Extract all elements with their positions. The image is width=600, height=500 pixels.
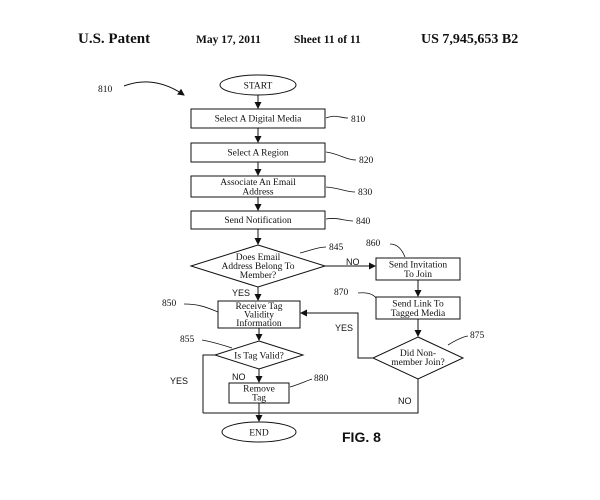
ref-820: 820 <box>359 156 374 166</box>
figure-ref: 810 <box>98 85 113 95</box>
select-media-label: Select A Digital Media <box>215 115 303 125</box>
email-member-line2: Address Belong To <box>221 262 294 272</box>
associate-email-line2: Address <box>242 188 273 198</box>
header-sheet: Sheet 11 of 11 <box>294 34 361 46</box>
receive-tag-line1: Receive Tag <box>236 302 283 312</box>
send-link-line1: Send Link To <box>392 300 444 310</box>
associate-email-line1: Associate An Email <box>220 178 296 188</box>
email-member-line1: Does Email <box>236 253 281 263</box>
send-invitation-line1: Send Invitation <box>389 261 448 271</box>
nonmember-join-line1: Did Non- <box>400 349 436 359</box>
receive-tag-box <box>217 300 301 329</box>
start-label: START <box>244 82 273 92</box>
ref-875: 875 <box>470 331 485 341</box>
ref-850: 850 <box>162 299 177 309</box>
remove-tag-line1: Remove <box>243 385 275 395</box>
receive-tag-line3: Information <box>236 318 282 329</box>
ref-860: 860 <box>366 239 381 249</box>
figure-label: FIG. 8 <box>342 429 381 445</box>
select-region-label: Select A Region <box>227 149 288 159</box>
end-label: END <box>249 429 269 439</box>
yes-label-join: YES <box>335 323 353 333</box>
no-label-email: NO <box>346 257 360 267</box>
no-label-join: NO <box>398 396 412 406</box>
header-patent-number: US 7,945,653 B2 <box>421 32 519 47</box>
ref-870: 870 <box>334 288 349 298</box>
remove-tag-line2: Tag <box>252 394 266 404</box>
yes-label-tag: YES <box>170 376 188 386</box>
ref-880: 880 <box>314 374 329 384</box>
ref-810: 810 <box>351 115 366 125</box>
yes-label-email: YES <box>232 288 250 298</box>
header-date: May 17, 2011 <box>196 34 261 46</box>
ref-840: 840 <box>356 217 371 227</box>
end-terminal <box>221 421 297 443</box>
receive-tag-line2: Validity <box>244 311 274 321</box>
nonmember-join-line2: member Join? <box>391 358 445 368</box>
ref-855: 855 <box>180 335 195 345</box>
tag-valid-label: Is Tag Valid? <box>234 352 284 362</box>
no-label-tag: NO <box>232 372 246 382</box>
ref-845: 845 <box>329 243 344 253</box>
ref-830: 830 <box>358 188 373 198</box>
figure-ref-arrow <box>123 81 185 96</box>
send-invitation-line2: To Join <box>404 270 432 280</box>
send-notification-label: Send Notification <box>224 215 292 226</box>
send-link-line2: Tagged Media <box>391 309 446 319</box>
header-patent-label: U.S. Patent <box>78 31 151 47</box>
email-member-line3: Member? <box>240 271 276 281</box>
